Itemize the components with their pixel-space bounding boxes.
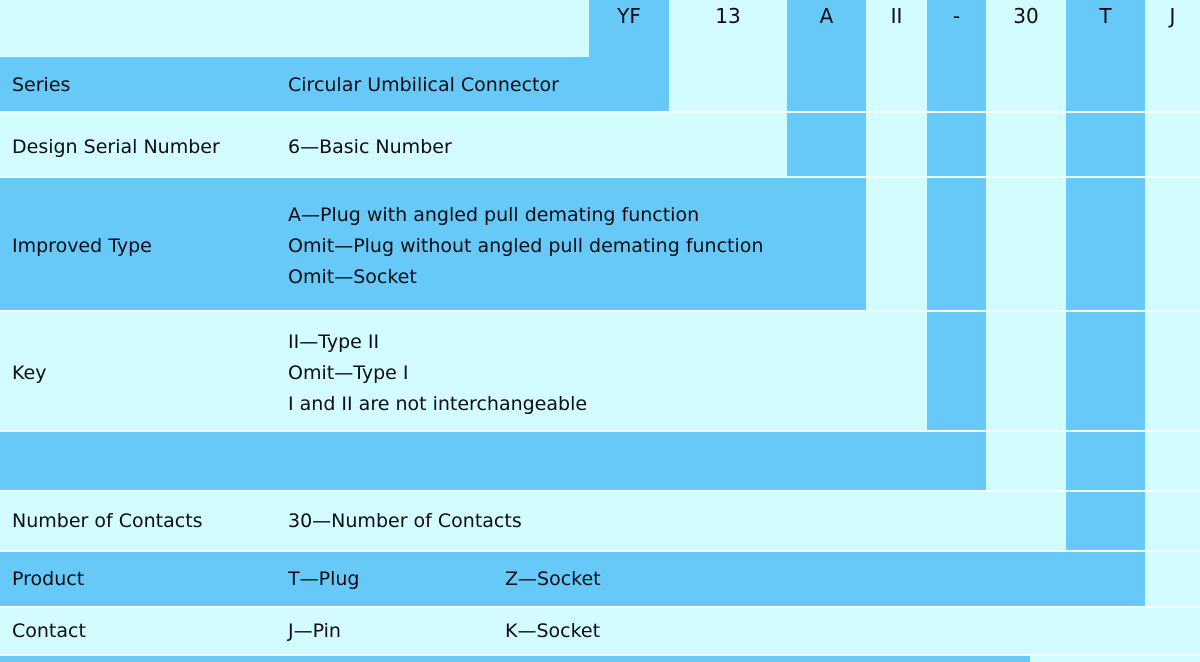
contact-option-k: K—Socket — [505, 620, 601, 642]
column-t — [1066, 0, 1145, 606]
part-code-ii: II — [890, 4, 903, 28]
band-hyphen-spacer — [0, 432, 986, 490]
row-separator — [0, 490, 1200, 492]
band-product — [0, 552, 1145, 606]
part-code-a: A — [819, 4, 834, 28]
contact-option-j: J—Pin — [288, 620, 341, 642]
part-code-30: 30 — [1013, 4, 1039, 28]
row-separator — [0, 111, 1200, 113]
row-separator — [0, 606, 1200, 608]
row-separator — [0, 550, 1200, 552]
improved-type-row-descriptions: A—Plug with angled pull demating functio… — [288, 200, 763, 293]
row-separator — [0, 176, 1200, 178]
design-serial-number-row-description: 6—Basic Number — [288, 136, 452, 158]
band-series — [0, 57, 669, 111]
key-option-note: I and II are not interchangeable — [288, 393, 588, 415]
design-serial-number-row-label: Design Serial Number — [12, 136, 220, 158]
contact-row-label: Contact — [12, 620, 86, 642]
part-code-t: T — [1099, 4, 1112, 28]
product-option-z: Z—Socket — [505, 568, 601, 590]
product-row-label: Product — [12, 568, 85, 590]
row-separator — [0, 654, 1200, 656]
column-hyphen — [927, 0, 986, 490]
product-option-t: T—Plug — [288, 568, 360, 590]
improved-type-row-label: Improved Type — [12, 235, 152, 257]
number-of-contacts-row-description: 30—Number of Contacts — [288, 510, 522, 532]
key-option-ii: II—Type II — [288, 331, 380, 353]
part-code-hyphen: - — [952, 4, 961, 28]
row-separator — [0, 430, 1200, 432]
improved-type-option-a: A—Plug with angled pull demating functio… — [288, 204, 700, 226]
key-option-omit: Omit—Type I — [288, 362, 409, 384]
part-code-13: 13 — [715, 4, 741, 28]
key-row-descriptions: II—Type II Omit—Type I I and II are not … — [288, 327, 587, 420]
series-row-description: Circular Umbilical Connector — [288, 74, 559, 96]
band-bottom-edge — [0, 656, 1030, 662]
number-of-contacts-row-label: Number of Contacts — [12, 510, 203, 532]
part-code-j: J — [1169, 4, 1176, 28]
row-separator — [0, 310, 1200, 312]
series-row-label: Series — [12, 74, 71, 96]
part-code-yf: YF — [617, 4, 641, 28]
key-row-label: Key — [12, 362, 47, 384]
improved-type-option-omit-2: Omit—Socket — [288, 266, 417, 288]
improved-type-option-omit-1: Omit—Plug without angled pull demating f… — [288, 235, 764, 257]
band-improved-type — [0, 178, 866, 310]
